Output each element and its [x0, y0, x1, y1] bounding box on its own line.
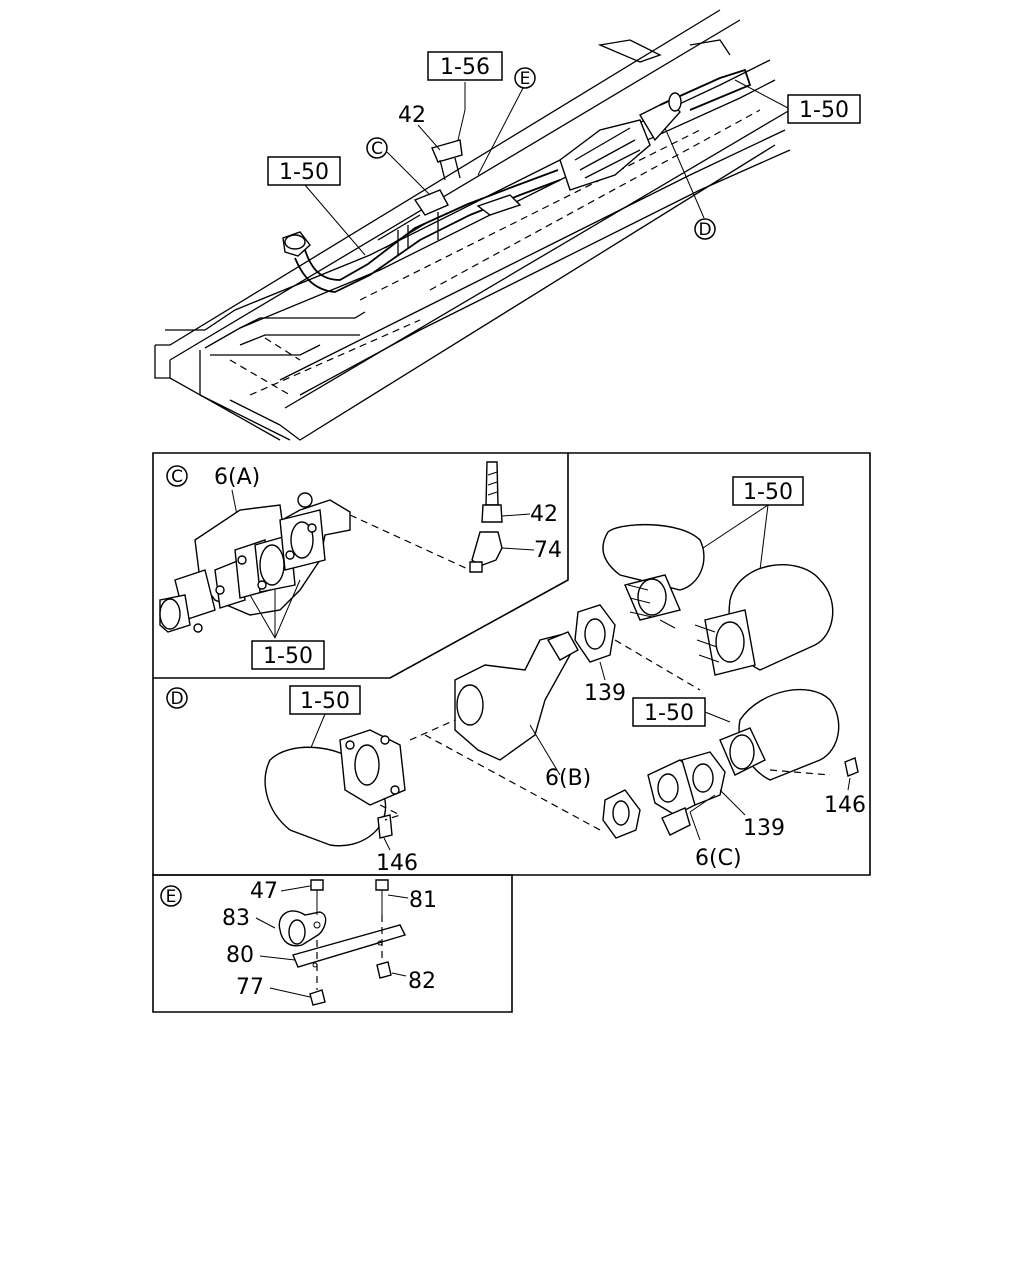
exhaust-pipe-assembly — [282, 68, 752, 293]
part-47-label: 47 — [250, 879, 278, 904]
part-81-label: 81 — [409, 888, 437, 913]
ref-box-156 — [427, 51, 503, 81]
leader-150-left — [304, 184, 366, 256]
muffler-left — [264, 729, 406, 847]
detail-upper-right: 1-50 139 — [540, 476, 834, 706]
detail-c-ref-box — [251, 640, 325, 670]
ref-150-right: 1-50 — [799, 98, 849, 123]
part-74-label: 74 — [534, 538, 562, 563]
part-42-label: 42 — [398, 103, 426, 128]
detail-c-ref: 1-50 — [263, 644, 313, 669]
part-6a-label: 6(A) — [214, 465, 260, 490]
leader-c — [386, 151, 431, 196]
ref-150-left: 1-50 — [279, 160, 329, 185]
sensor-fitting — [469, 461, 503, 573]
part-6c-flanges — [647, 751, 726, 836]
nut-77 — [309, 989, 326, 1006]
bolt-47 — [310, 879, 324, 915]
gasket-139 — [574, 604, 616, 663]
circle-d-text: D — [698, 220, 711, 240]
leader-156 — [457, 82, 466, 141]
circle-e-marker — [514, 67, 536, 89]
part-82-label: 82 — [408, 969, 436, 994]
part-80-label: 80 — [226, 943, 254, 968]
pipe-flange-left — [602, 523, 705, 629]
ref-156: 1-56 — [440, 55, 490, 80]
muffler-right — [719, 688, 840, 781]
circle-e-text: E — [520, 69, 531, 89]
detail-panels-frame — [152, 452, 871, 1013]
detail-e-marker — [160, 885, 182, 907]
part-6b-body — [454, 631, 579, 761]
upper-right-ref-box — [732, 476, 804, 506]
part-146-right-label: 146 — [824, 793, 866, 818]
ref-box-150-left — [267, 156, 341, 186]
detail-d-ref-right: 1-50 — [644, 701, 694, 726]
detail-d-circle: D — [170, 689, 183, 709]
circle-c-marker — [366, 137, 388, 159]
detail-e: E 47 81 83 80 82 — [160, 879, 437, 1006]
part-146-left-label: 146 — [376, 851, 418, 876]
circle-d-marker — [694, 218, 716, 240]
detail-c: C 6(A) 1-50 — [159, 461, 562, 670]
part-42-detail-label: 42 — [530, 502, 558, 527]
detail-d-ref-left: 1-50 — [300, 689, 350, 714]
leader-e — [477, 87, 524, 176]
detail-d-marker — [166, 687, 188, 709]
clamp-bracket — [278, 910, 406, 968]
part-139-d-label: 139 — [743, 816, 785, 841]
upper-right-ref: 1-50 — [743, 480, 793, 505]
leader-42 — [417, 124, 441, 151]
detail-d: D 1-50 146 6(B) — [166, 631, 866, 876]
part-6c-label: 6(C) — [695, 846, 742, 871]
detail-d-ref-left-box — [289, 685, 361, 715]
detail-e-circle: E — [166, 887, 177, 907]
leader-d — [664, 127, 705, 219]
ref-box-150-right — [787, 94, 861, 124]
chassis-overview: 1-56 1-50 1-50 42 C E D — [154, 9, 861, 441]
chassis-frame — [154, 9, 791, 441]
leader-150-right — [734, 79, 789, 109]
detail-d-ref-right-box — [632, 697, 706, 727]
detail-c-circle: C — [171, 467, 183, 487]
bolt-81 — [375, 879, 389, 915]
part-139-upper-label: 139 — [584, 681, 626, 706]
part-83-label: 83 — [222, 906, 250, 931]
part-6b-label: 6(B) — [545, 766, 591, 791]
pipe-flange-right — [694, 564, 834, 676]
circle-c-text: C — [371, 139, 383, 159]
gasket-d — [602, 789, 641, 839]
part-77-label: 77 — [236, 975, 264, 1000]
nut-82 — [376, 961, 392, 979]
detail-c-marker — [166, 465, 188, 487]
manifold-flange-assembly — [159, 492, 351, 633]
